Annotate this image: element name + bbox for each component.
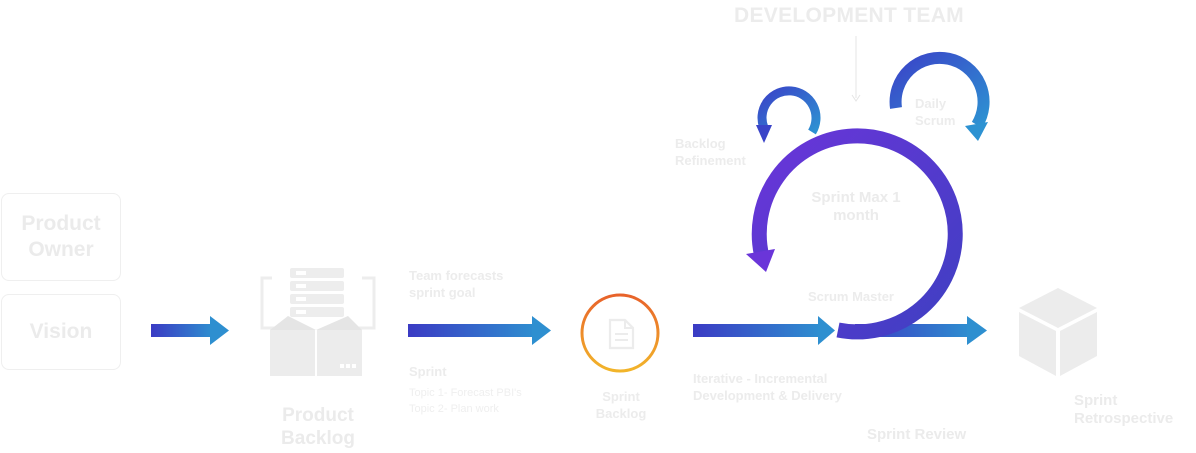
loop-arrow-icon [889,51,990,141]
backlog-refinement-label: Backlog Refinement [675,136,746,168]
topic2-label: Topic 2- Plan work [409,403,499,415]
product-backlog-label: Product Backlog [281,405,355,449]
sprint-review-label: Sprint Review [867,426,967,443]
server-box-icon [260,268,376,376]
arrow-icon [151,316,229,345]
vision-box: Vision [1,294,121,370]
topic1-label: Topic 1- Forecast PBI's [409,387,522,399]
scrum-master-label: Scrum Master [808,289,894,304]
loop-arrow-icon [756,86,821,143]
daily-scrum-label: Daily Scrum [915,96,956,128]
vision-label: Vision [29,320,93,343]
sprint-cycle-label: Sprint Max 1 month [811,189,901,224]
product-owner-label: Product Owner [21,212,101,261]
forecast-label: Team forecasts sprint goal [409,268,504,300]
loop-arrow-icon [746,128,963,340]
iterative-label: Iterative - Incremental Development & De… [693,371,842,403]
pointer-arrowhead [851,94,861,102]
product-owner-box: Product Owner [1,193,121,281]
sprint-retrospective-label: Sprint Retrospective [1074,392,1174,427]
sprint-planning-label: Sprint [409,364,447,379]
arrow-icon [408,316,551,345]
cube-icon [1019,288,1097,376]
document-icon [608,318,635,350]
sprint-backlog-label: Sprint Backlog [595,389,647,421]
arrow-icon [693,316,835,345]
sprint-backlog-ring [580,293,660,373]
page-title: DEVELOPMENT TEAM [734,4,964,27]
